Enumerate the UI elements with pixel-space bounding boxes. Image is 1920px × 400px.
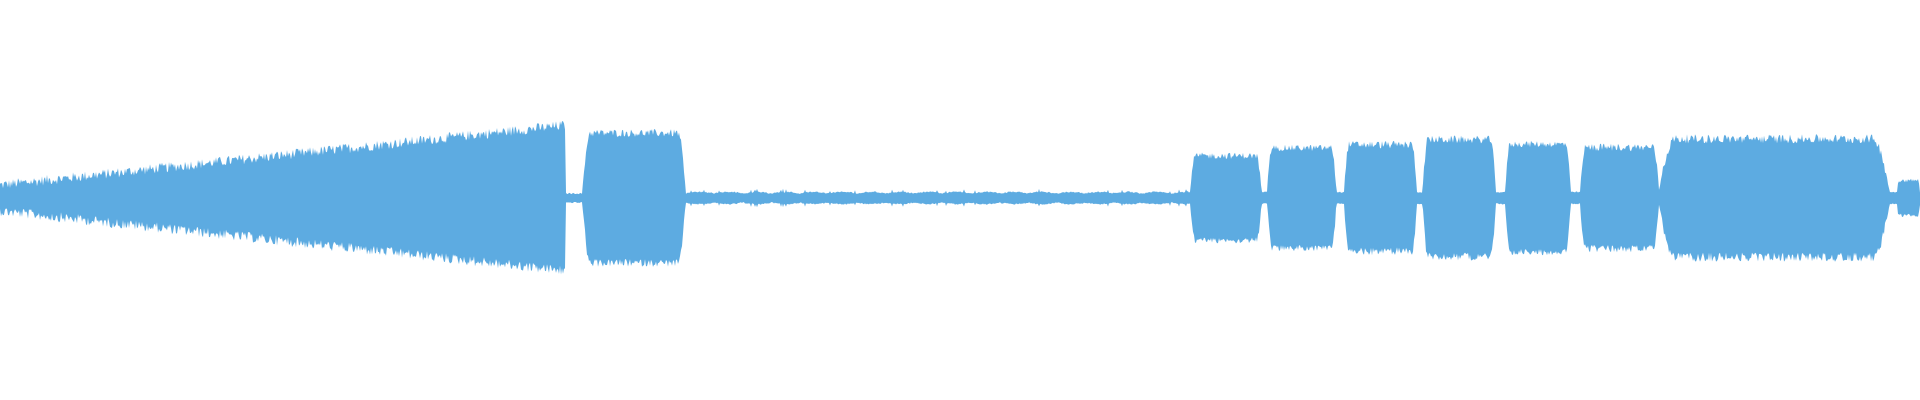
- waveform-path: [0, 121, 1920, 275]
